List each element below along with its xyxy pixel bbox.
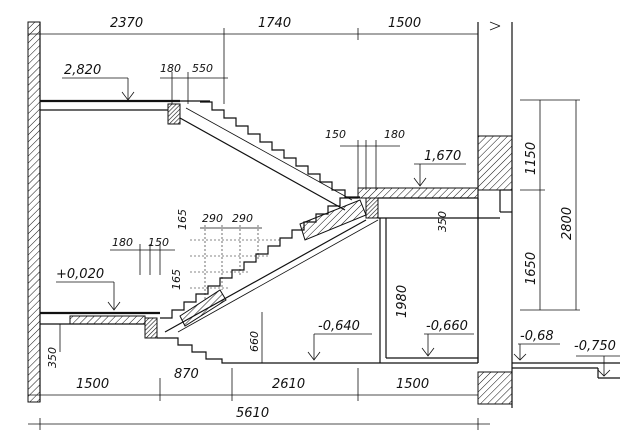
- dim-lower-150: 150: [148, 236, 169, 249]
- dim-bottom-1: 1500: [76, 377, 109, 392]
- dim-landing-550: 550: [192, 62, 213, 75]
- dim-slab-350-low: 350: [46, 347, 59, 368]
- dim-bottom-4: 1500: [396, 377, 429, 392]
- dim-riser-top: 165: [176, 209, 189, 230]
- dim-660: 660: [248, 331, 261, 352]
- dim-mid-180: 180: [384, 128, 405, 141]
- door-opening: [379, 198, 479, 364]
- dim-tread-1: 290: [202, 212, 223, 225]
- ground-floor-slab: [40, 311, 165, 339]
- step-grid: [190, 225, 280, 300]
- dim-right-2800: 2800: [560, 207, 575, 240]
- dim-top-1: 2370: [110, 16, 143, 31]
- level-landing: 1,670: [424, 149, 461, 164]
- right-wall: [477, 21, 513, 408]
- dim-lower-180: 180: [112, 236, 133, 249]
- dim-opening: 1980: [395, 285, 410, 318]
- left-wall: [27, 21, 41, 403]
- dim-tread-2: 290: [232, 212, 253, 225]
- mid-landing: [357, 187, 500, 219]
- level-outside-1: -0,68: [520, 329, 554, 344]
- level-outside-2: -0,750: [574, 339, 616, 354]
- outside-ground: [512, 362, 620, 379]
- level-upper: 2,820: [64, 63, 101, 78]
- level-pit-left: -0,640: [318, 319, 360, 334]
- dim-mid-150: 150: [325, 128, 346, 141]
- upper-flight-soffit: [179, 117, 346, 211]
- dim-landing-180: 180: [160, 62, 181, 75]
- dim-top-3: 1500: [388, 16, 421, 31]
- upper-floor-slab: [40, 99, 210, 125]
- level-pit-right: -0,660: [426, 319, 468, 334]
- dim-right-1650: 1650: [524, 252, 539, 285]
- upper-flight-steps: [200, 101, 360, 198]
- dim-total: 5610: [236, 406, 269, 421]
- dim-top-2: 1740: [258, 16, 291, 31]
- pit-steps: [165, 337, 236, 364]
- dim-right-1150: 1150: [524, 142, 539, 175]
- dim-bottom-3: 2610: [272, 377, 305, 392]
- level-ground: +0,020: [56, 267, 104, 282]
- dim-bottom-2: 870: [174, 367, 199, 382]
- dim-slab-350: 350: [436, 211, 449, 232]
- dim-riser-low: 165: [170, 269, 183, 290]
- lower-flight-steps: [160, 197, 358, 319]
